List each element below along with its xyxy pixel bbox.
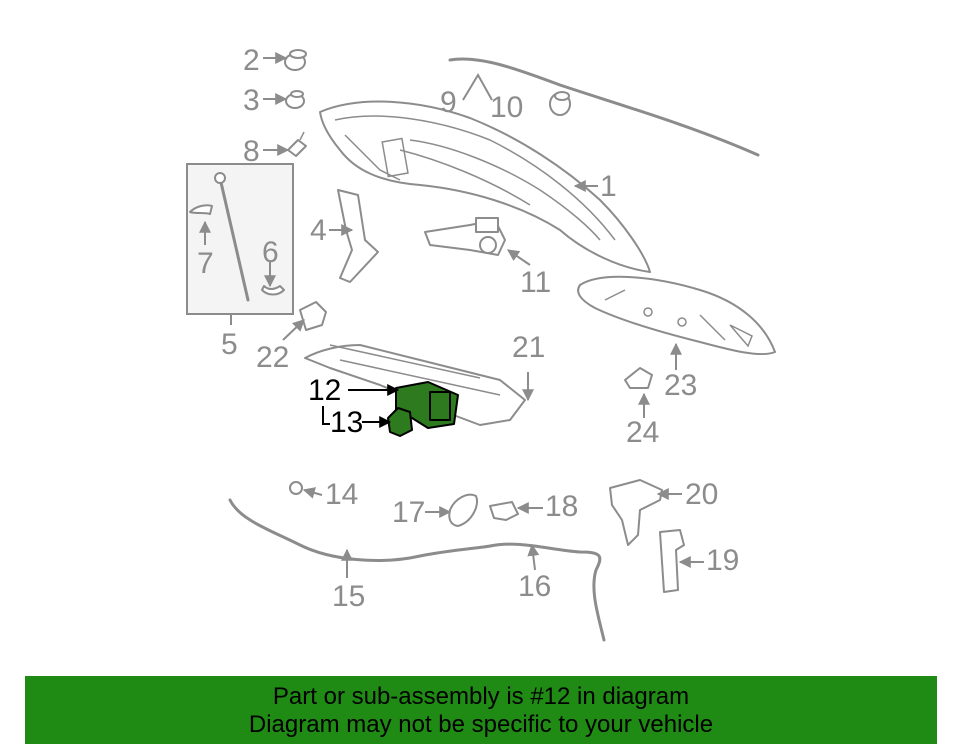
- callout-2: 2: [243, 44, 260, 77]
- callout-10: 10: [490, 91, 523, 124]
- callout-3: 3: [243, 84, 260, 117]
- bumper-part-10: [549, 91, 571, 116]
- insulator-part: [577, 275, 776, 356]
- clip-part-24: [624, 367, 653, 389]
- hinge-part: [337, 189, 379, 283]
- leader-lines: [199, 52, 704, 578]
- bracket-part-22: [299, 301, 327, 331]
- callout-15: 15: [332, 580, 365, 613]
- callout-19: 19: [706, 544, 739, 577]
- hood-part: [319, 100, 651, 273]
- callout-20: 20: [685, 478, 718, 511]
- callout-7: 7: [197, 247, 214, 280]
- clip-part-18: [489, 501, 519, 521]
- callout-14: 14: [325, 478, 358, 511]
- callout-6: 6: [262, 236, 279, 269]
- latch-part-11: [424, 217, 506, 256]
- bracket-part-19: [659, 529, 685, 593]
- bumper-part-3: [285, 90, 305, 109]
- callout-9: 9: [440, 86, 457, 119]
- info-banner: Part or sub-assembly is #12 in diagram D…: [25, 676, 937, 744]
- latch-part-13: [387, 407, 413, 437]
- callout-5: 5: [221, 328, 238, 361]
- callout-4: 4: [310, 214, 327, 247]
- callout-22: 22: [256, 341, 289, 374]
- callout-21: 21: [512, 331, 545, 364]
- callout-17: 17: [392, 496, 425, 529]
- support-rod-part: [189, 172, 285, 302]
- callout-12: 12: [308, 374, 341, 407]
- callout-1: 1: [600, 170, 617, 203]
- clip-part-14: [289, 481, 303, 495]
- clip-part-8: [287, 131, 307, 157]
- callout-23: 23: [664, 369, 697, 402]
- bracket-part-20: [609, 479, 663, 546]
- handle-part-17: [448, 493, 478, 527]
- weatherstrip-part: [448, 57, 760, 157]
- callout-11: 11: [520, 266, 551, 299]
- bumper-part-2: [284, 49, 307, 71]
- callout-13: 13: [330, 406, 363, 439]
- banner-line-2: Diagram may not be specific to your vehi…: [248, 711, 714, 738]
- callout-8: 8: [243, 135, 260, 168]
- callout-16: 16: [518, 570, 551, 603]
- callout-24: 24: [626, 416, 659, 449]
- callout-18: 18: [545, 490, 578, 523]
- banner-line-1: Part or sub-assembly is #12 in diagram: [272, 683, 690, 710]
